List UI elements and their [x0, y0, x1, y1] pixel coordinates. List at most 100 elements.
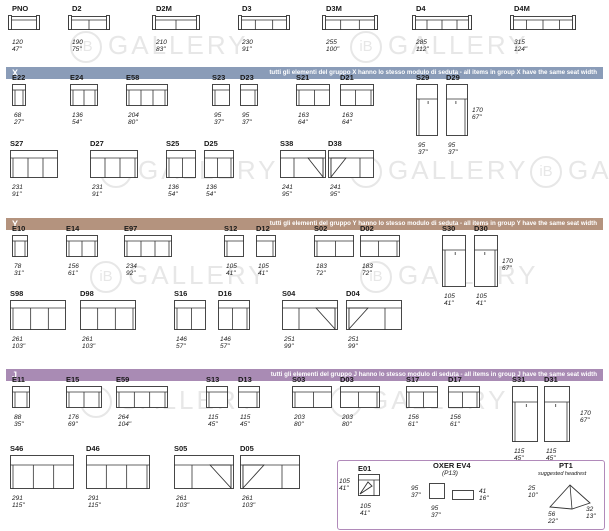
- accessories-panel: [337, 460, 605, 530]
- module-depth-in: 67": [580, 417, 590, 424]
- module-code: S31: [512, 375, 526, 384]
- top-item-in: 124": [514, 46, 528, 53]
- module-d29: [446, 84, 468, 136]
- top-item-code: D2: [72, 4, 82, 13]
- module-e22: [12, 84, 26, 106]
- module-code: E22: [12, 73, 26, 82]
- module-e11: [12, 386, 30, 408]
- module-width-in: 37": [214, 119, 224, 126]
- module-width-in: 37": [448, 149, 458, 156]
- module-width-cm: 234: [126, 263, 137, 270]
- module-code: S30: [442, 224, 456, 233]
- module-s04: [282, 300, 338, 331]
- module-code: S02: [314, 224, 328, 233]
- module-width-cm: 115: [240, 414, 251, 421]
- module-code: S38: [280, 139, 294, 148]
- module-code: D38: [328, 139, 342, 148]
- top-item-cm: 190: [72, 39, 83, 46]
- module-code: S03: [292, 375, 306, 384]
- module-width-in: 41": [258, 270, 268, 277]
- top-item-code: D2M: [156, 4, 172, 13]
- module-width-cm: 95: [418, 142, 426, 149]
- ottoman-subcode: (P13): [442, 470, 458, 477]
- module-width-in: 45": [240, 421, 250, 428]
- module-s27: [10, 150, 58, 178]
- top-item-in: 91": [242, 46, 252, 53]
- module-width-cm: 156: [68, 263, 79, 270]
- module-width-cm: 291: [88, 495, 99, 502]
- module-depth-in: 67": [502, 265, 512, 272]
- sofa-back-frame-d3m: [322, 15, 378, 33]
- top-item-cm: 230: [242, 39, 253, 46]
- module-width-cm: 241: [282, 184, 293, 191]
- module-d31: [544, 386, 570, 442]
- top-item-cm: 315: [514, 39, 525, 46]
- ottoman-height-cm: 95: [411, 485, 419, 492]
- module-depth-cm: 170: [580, 410, 591, 417]
- module-width-cm: 163: [342, 112, 353, 119]
- module-width-cm: 183: [362, 263, 373, 270]
- module-depth-in: 41": [339, 485, 349, 492]
- module-width-in: 41": [226, 270, 236, 277]
- module-width-cm: 146: [220, 336, 231, 343]
- sofa-back-frame-d2m: [152, 15, 200, 33]
- module-code: D02: [360, 224, 374, 233]
- module-width-cm: 241: [330, 184, 341, 191]
- headrest-height-in: 10": [528, 492, 538, 499]
- module-d05: [240, 455, 300, 490]
- watermark-text: GALLERY: [568, 155, 609, 185]
- module-code: D29: [446, 73, 460, 82]
- module-width-in: 41": [360, 510, 370, 517]
- module-s21: [296, 84, 330, 106]
- module-code: S27: [10, 139, 24, 148]
- headrest-note: suggested headrest: [538, 471, 587, 477]
- module-width-in: 35": [14, 421, 24, 428]
- module-width-cm: 95: [448, 142, 456, 149]
- module-width-cm: 261: [242, 495, 253, 502]
- module-width-cm: 78: [14, 263, 22, 270]
- module-code: E10: [12, 224, 26, 233]
- top-item-code: D4M: [514, 4, 530, 13]
- module-width-in: 54": [206, 191, 216, 198]
- module-d21: [340, 84, 374, 106]
- module-code: E14: [66, 224, 80, 233]
- headrest-width-in: 22": [548, 518, 558, 525]
- module-width-in: 54": [72, 119, 82, 126]
- sofa-back-frame-d4: [412, 15, 472, 33]
- module-s25: [166, 150, 196, 178]
- module-width-cm: 146: [176, 336, 187, 343]
- module-width-cm: 204: [128, 112, 139, 119]
- module-code: E59: [116, 375, 130, 384]
- module-width-cm: 68: [14, 112, 22, 119]
- module-e97: [124, 235, 172, 257]
- module-width-in: 64": [298, 119, 308, 126]
- ottoman-seat-cm: 41: [479, 488, 487, 495]
- group-letter: J: [12, 370, 18, 380]
- top-item-cm: 120: [12, 39, 23, 46]
- ottoman-width-in: 37": [431, 512, 441, 519]
- top-item-cm: 210: [156, 39, 167, 46]
- watermark-text: GALLERY: [388, 155, 529, 185]
- top-item-code: D3M: [326, 4, 342, 13]
- module-s46: [10, 455, 74, 489]
- module-width-in: 61": [450, 421, 460, 428]
- module-width-cm: 176: [68, 414, 79, 421]
- watermark-logo: iB: [90, 261, 122, 294]
- module-depth-cm: 170: [472, 107, 483, 114]
- module-d27: [90, 150, 138, 178]
- module-width-in: 61": [408, 421, 418, 428]
- module-width-in: 72": [316, 270, 326, 277]
- module-d46: [86, 455, 150, 489]
- module-s98: [10, 300, 66, 330]
- module-width-in: 69": [68, 421, 78, 428]
- module-width-in: 103": [12, 343, 26, 350]
- top-item-cm: 255: [326, 39, 337, 46]
- watermark-logo: iB: [350, 31, 382, 64]
- module-width-in: 80": [128, 119, 138, 126]
- watermark-text: GALLERY: [398, 260, 539, 290]
- sofa-back-frame-d4m: [510, 15, 576, 33]
- module-code: D23: [240, 73, 254, 82]
- module-width-in: 92": [126, 270, 136, 277]
- module-width-in: 95": [282, 191, 292, 198]
